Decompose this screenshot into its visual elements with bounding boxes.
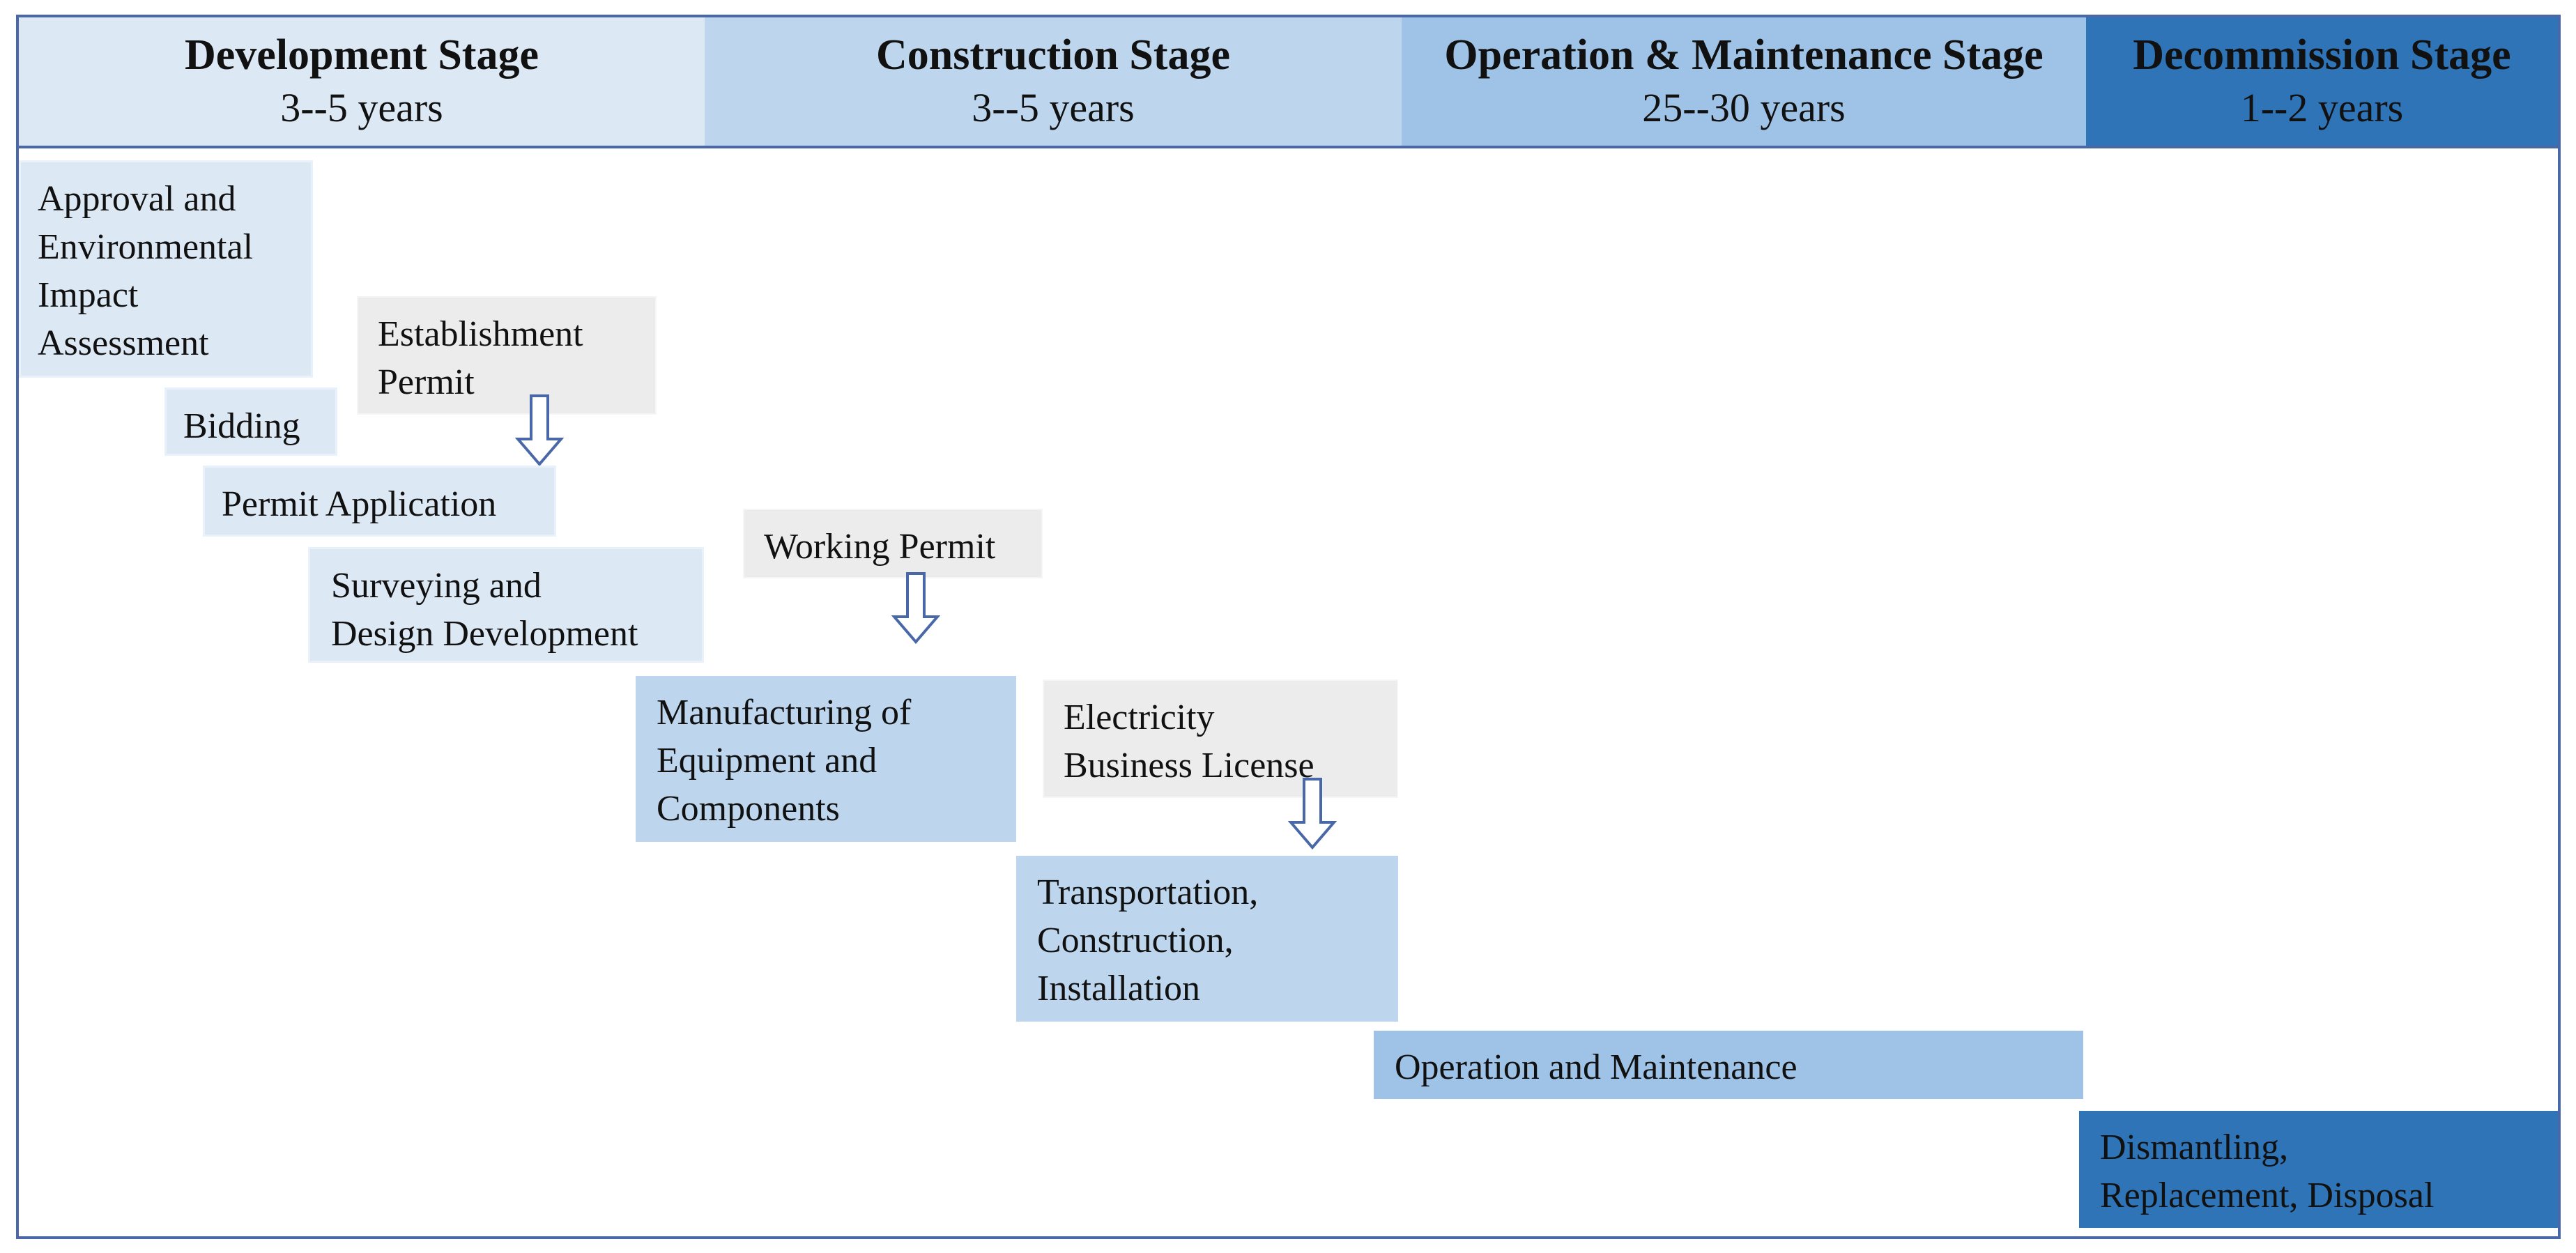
stage-header-row: Development Stage 3--5 years Constructio… — [19, 17, 2558, 148]
task-manufacturing: Manufacturing of Equipment and Component… — [636, 676, 1016, 842]
down-arrow-icon — [1288, 778, 1337, 850]
stage-decommission: Decommission Stage 1--2 years — [2086, 17, 2558, 146]
stage-title: Decommission Stage — [2133, 31, 2511, 79]
task-bidding: Bidding — [164, 387, 337, 456]
stage-construction: Construction Stage 3--5 years — [705, 17, 1402, 146]
permit-establishment: Establishment Permit — [357, 296, 657, 415]
down-arrow-icon — [515, 394, 564, 467]
task-approval-eia: Approval and Environmental Impact Assess… — [19, 160, 313, 378]
task-transportation-construction-installation: Transportation, Construction, Installati… — [1016, 856, 1398, 1022]
task-permit-application: Permit Application — [203, 466, 556, 537]
stage-operation-maintenance: Operation & Maintenance Stage 25--30 yea… — [1402, 17, 2086, 146]
permit-working: Working Permit — [743, 509, 1043, 578]
task-operation-maintenance: Operation and Maintenance — [1374, 1031, 2083, 1099]
permit-electricity-business-license: Electricity Business License — [1043, 679, 1398, 798]
down-arrow-icon — [891, 572, 940, 645]
stage-duration: 3--5 years — [280, 85, 443, 130]
task-surveying-design: Surveying and Design Development — [308, 547, 704, 663]
task-dismantling-replacement-disposal: Dismantling, Replacement, Disposal — [2079, 1111, 2558, 1228]
stage-duration: 1--2 years — [2240, 85, 2404, 130]
stage-title: Construction Stage — [875, 31, 1231, 79]
stage-development: Development Stage 3--5 years — [19, 17, 705, 146]
stage-duration: 25--30 years — [1642, 85, 1846, 130]
stage-title: Operation & Maintenance Stage — [1444, 31, 2044, 79]
stage-title: Development Stage — [185, 31, 539, 79]
stage-duration: 3--5 years — [972, 85, 1135, 130]
